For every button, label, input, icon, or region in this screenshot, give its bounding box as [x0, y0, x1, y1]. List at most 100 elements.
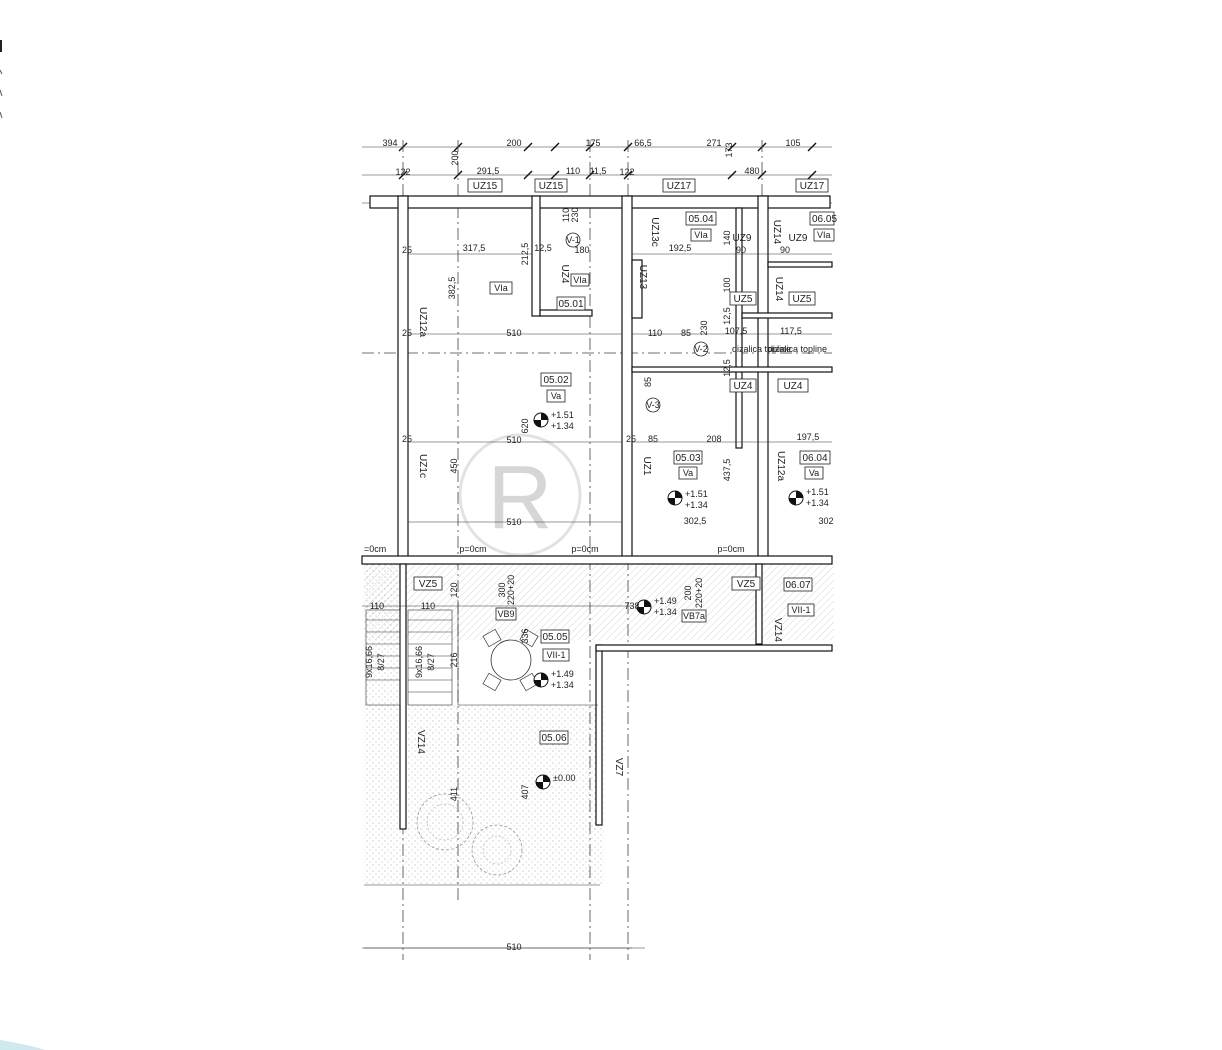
trees: [416, 793, 523, 876]
room-id: 05.05: [542, 632, 567, 643]
dimension-tick: [727, 170, 737, 180]
stair-note: 9x16,66: [364, 646, 374, 678]
dim-label: 90: [736, 245, 746, 255]
dim-label: 100: [722, 277, 732, 292]
section-label: V-2: [694, 344, 708, 354]
radiator-notes: dizalica topline dizalica topline: [732, 344, 827, 354]
floor-marks: p=0cm p=0cm p=0cm =0cm: [364, 544, 745, 554]
dim-label: 738: [624, 601, 639, 611]
room-id: 06.07: [785, 580, 810, 591]
room-code: Va: [551, 391, 561, 401]
dimension-tick: [550, 142, 560, 152]
dim-label: 12,5: [534, 243, 552, 253]
wall-tag: VZ14: [415, 730, 426, 754]
wall-tag: UZ13: [637, 265, 648, 290]
dim-label: 105: [785, 138, 800, 148]
dim-label: 510: [506, 942, 521, 952]
section-label: V-1: [566, 235, 580, 245]
dim-label: 122: [395, 167, 410, 177]
stair-notes: 9x16,66 8/27 9x16,66 8/27: [364, 646, 436, 678]
wall-tag: UZ4: [559, 265, 570, 284]
dimension-tick: [623, 170, 633, 180]
dim-label: 192,5: [669, 243, 692, 253]
dim-label: 197,5: [797, 432, 820, 442]
room-code: VII-1: [791, 605, 810, 615]
dim-label: 120: [449, 582, 459, 597]
level-top: +1.51: [685, 489, 708, 499]
dim-label: 271: [706, 138, 721, 148]
watermark-logo: R: [458, 433, 582, 557]
dim-label: 25: [402, 245, 412, 255]
room-code: VII-1: [546, 650, 565, 660]
wall-tag: UZ5: [793, 294, 812, 305]
room-id: 05.02: [543, 375, 568, 386]
wall-tag: VZ7: [613, 758, 624, 777]
dim-label: 212,5: [520, 243, 530, 266]
dim-label: 175: [585, 138, 600, 148]
dim-label: 317,5: [463, 243, 486, 253]
stair-note: 8/27: [426, 653, 436, 671]
dim-label: 25: [402, 328, 412, 338]
dim-label: 510: [506, 517, 521, 527]
dim-label: 85: [681, 328, 691, 338]
room-code: VB9: [497, 609, 514, 619]
dim-label: 12,5: [722, 359, 732, 377]
dim-label: 407: [520, 784, 530, 799]
dim-label: 480: [744, 166, 759, 176]
dim-label: 25: [402, 434, 412, 444]
level-top: ±0.00: [553, 773, 575, 783]
dim-label: 620: [520, 418, 530, 433]
level-bottom: +1.34: [654, 607, 677, 617]
room-code: Va: [683, 468, 693, 478]
room-code: VIa: [694, 230, 708, 240]
level-top: +1.51: [806, 487, 829, 497]
dim-label: 510: [506, 328, 521, 338]
dim-label: 230: [570, 207, 580, 222]
dim-label: 291,5: [477, 166, 500, 176]
level-bottom: +1.34: [806, 498, 829, 508]
dim-label: 220+20: [694, 578, 704, 608]
floor-mark: =0cm: [364, 544, 386, 554]
wall-tag: UZ13c: [649, 217, 660, 246]
dim-label: 117,5: [780, 326, 802, 336]
dim-label: 200: [450, 150, 460, 165]
floor-mark: p=0cm: [717, 544, 744, 554]
dim-label: 110: [648, 328, 662, 338]
dim-label: 216: [449, 652, 459, 667]
inner-dimensions: 317,5 212,5 12,5 382,5 510 620 510 450 5…: [362, 207, 834, 952]
floor-mark: p=0cm: [571, 544, 598, 554]
dim-label: 394: [382, 138, 397, 148]
level-top: +1.49: [551, 669, 574, 679]
wall-tag: UZ14: [773, 277, 784, 302]
dim-label: 90: [780, 245, 790, 255]
top-dimensions: 394 200 200 175 66,5 271 105 173 122 291…: [382, 138, 800, 177]
dim-label: 11,5: [590, 166, 607, 176]
dim-label: 110: [561, 208, 571, 222]
dim-label: 200: [506, 138, 521, 148]
wall-tag: UZ12a: [775, 451, 786, 481]
room-code: VIa: [494, 283, 508, 293]
dimension-tick: [523, 142, 533, 152]
corner-swoosh: [0, 1040, 45, 1050]
dim-label: 110: [370, 601, 384, 611]
room-id: 05.03: [675, 453, 700, 464]
dim-label: 208: [706, 434, 721, 444]
section-label: V-3: [646, 400, 660, 410]
room-id: 06.04: [802, 453, 827, 464]
dim-label: 382,5: [447, 277, 457, 300]
heat-pump-note: dizalica topline: [732, 344, 791, 354]
dim-label: 140: [722, 230, 732, 245]
room-code: Va: [809, 468, 819, 478]
stair-note: 8/27: [376, 653, 386, 671]
dim-label: 180: [574, 245, 589, 255]
dim-label: 450: [449, 458, 459, 473]
dimension-tick: [585, 170, 595, 180]
dim-label: 110: [421, 601, 435, 611]
dim-label: 25: [626, 434, 636, 444]
room-id: 06.05: [812, 214, 837, 225]
left-edge-marks: [0, 40, 3, 119]
wall-tag: UZ9: [789, 233, 808, 244]
room-id: 05.06: [541, 733, 566, 744]
dim-label: 510: [506, 435, 521, 445]
dim-label: 302,5: [684, 516, 707, 526]
